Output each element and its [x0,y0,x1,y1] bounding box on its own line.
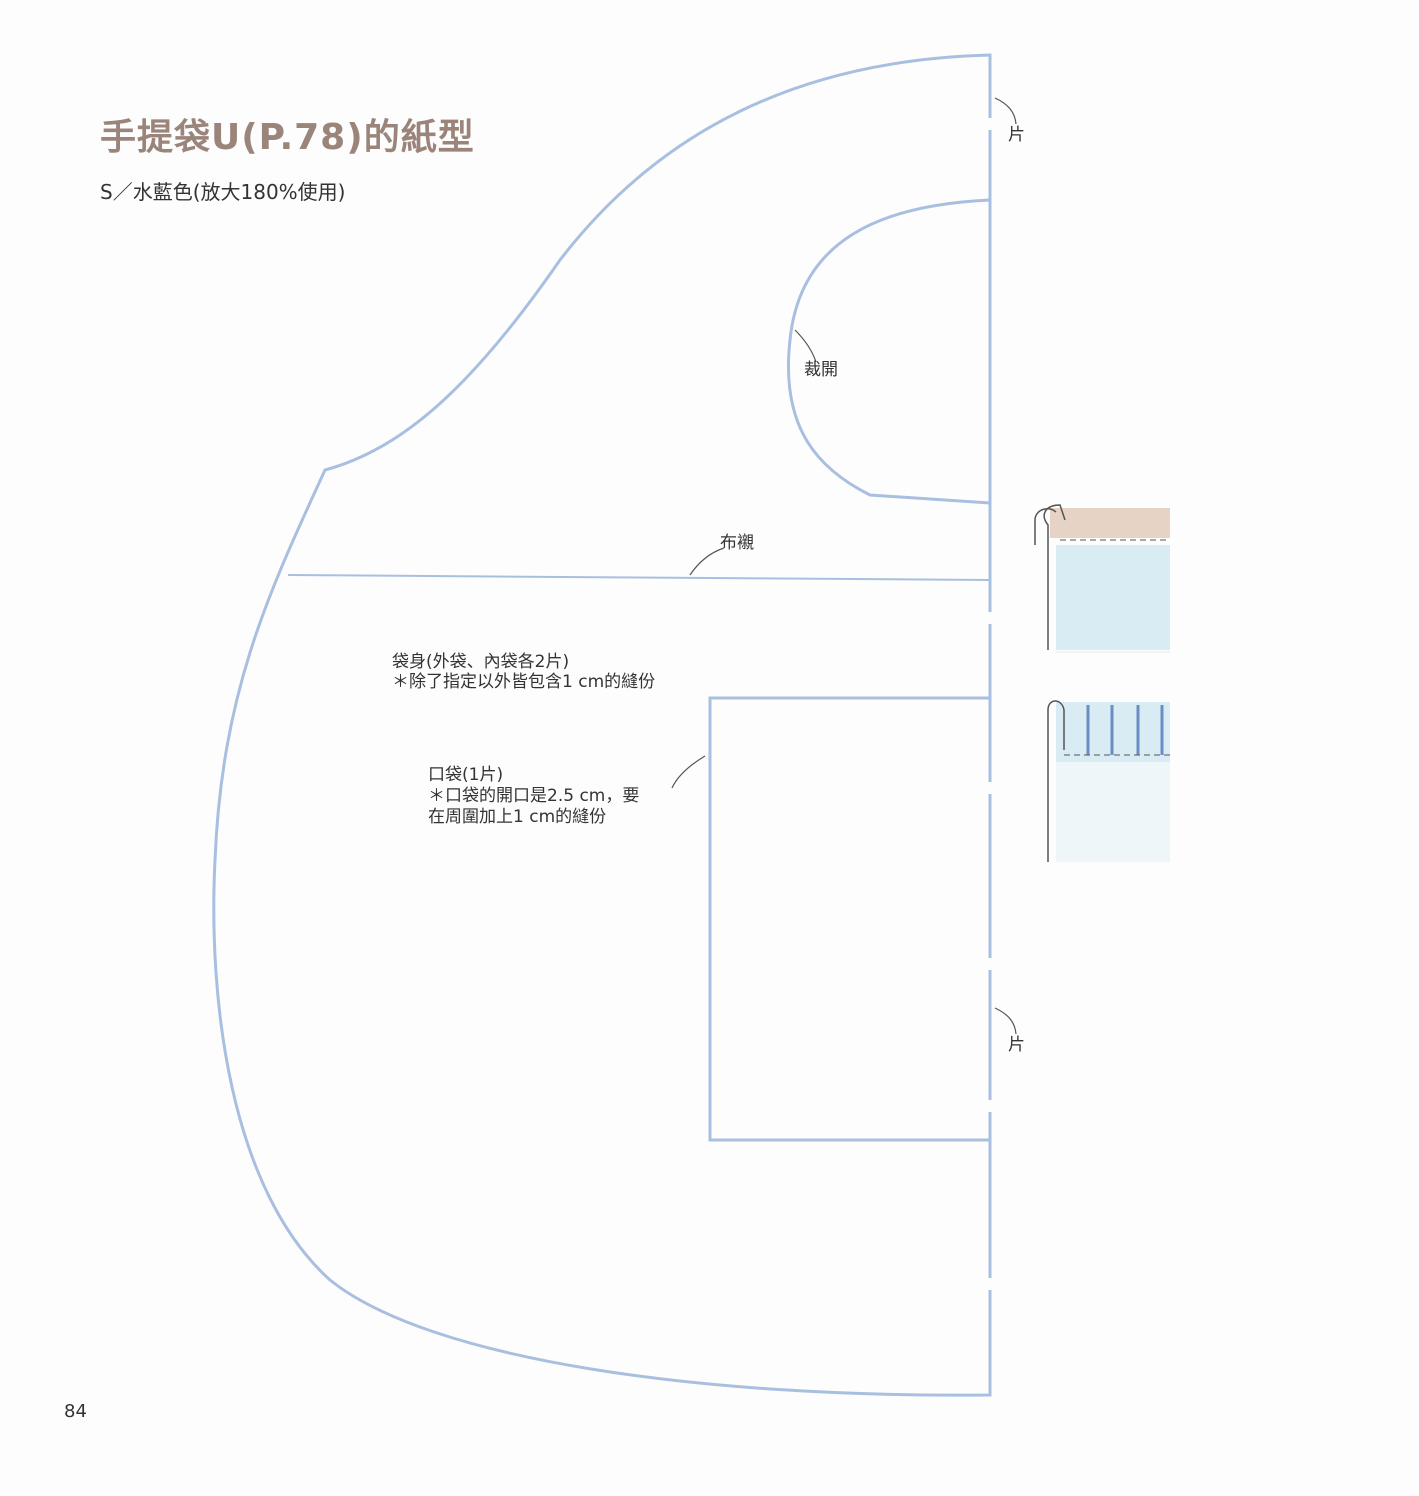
body-label-line1: 袋身(外袋、內袋各2片) [392,652,570,672]
leader-lines [671,97,1017,1035]
hem-illustration-bottom [1047,700,1170,862]
pocket-label-line3: 在周圍加上1 cm的縫份 [428,807,607,827]
page-subtitle: S／水藍色(放大180%使用) [100,180,346,204]
hem-illustration-top [1034,504,1170,653]
page-number: 84 [64,1401,87,1422]
interfacing-line [287,574,991,581]
fold-label-bottom: 片 [1008,1035,1025,1055]
pocket-label-line1: 口袋(1片) [428,765,504,785]
body-label-line2: ＊除了指定以外皆包含1 cm的縫份 [392,672,656,692]
page-title: 手提袋U(P.78)的紙型 [100,117,475,158]
interfacing-label: 布襯 [720,533,754,553]
fold-label-top: 片 [1008,125,1025,145]
cut-open-label: 裁開 [804,360,838,380]
pocket-label-line2: ＊口袋的開口是2.5 cm，要 [428,786,640,806]
bag-body-outline [212,53,992,1397]
pocket-outline [708,696,990,1142]
